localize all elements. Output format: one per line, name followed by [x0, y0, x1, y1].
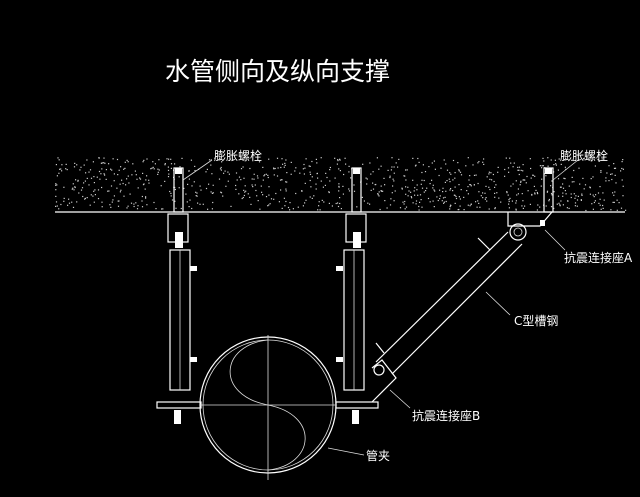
- diagram-title: 水管侧向及纵向支撑: [165, 57, 390, 86]
- pipe-clamp: [199, 335, 337, 480]
- label-seismic-seat-b: 抗震连接座B: [412, 408, 480, 423]
- right-bolt: [543, 167, 554, 213]
- left-hanger: [156, 167, 202, 424]
- leader-lines: [182, 159, 579, 456]
- label-seismic-seat-a: 抗震连接座A: [564, 250, 633, 265]
- seismic-seat-a: [477, 211, 553, 251]
- label-pipe-clamp: 管夹: [366, 448, 390, 463]
- label-c-channel: C型槽钢: [514, 314, 558, 328]
- middle-hanger: [335, 167, 379, 424]
- ceiling-slab: [55, 157, 627, 213]
- seismic-seat-b: [371, 342, 397, 403]
- label-expansion-bolt-right: 膨胀螺栓: [560, 148, 608, 163]
- label-expansion-bolt-left: 膨胀螺栓: [214, 148, 262, 163]
- c-channel-brace: [375, 231, 523, 375]
